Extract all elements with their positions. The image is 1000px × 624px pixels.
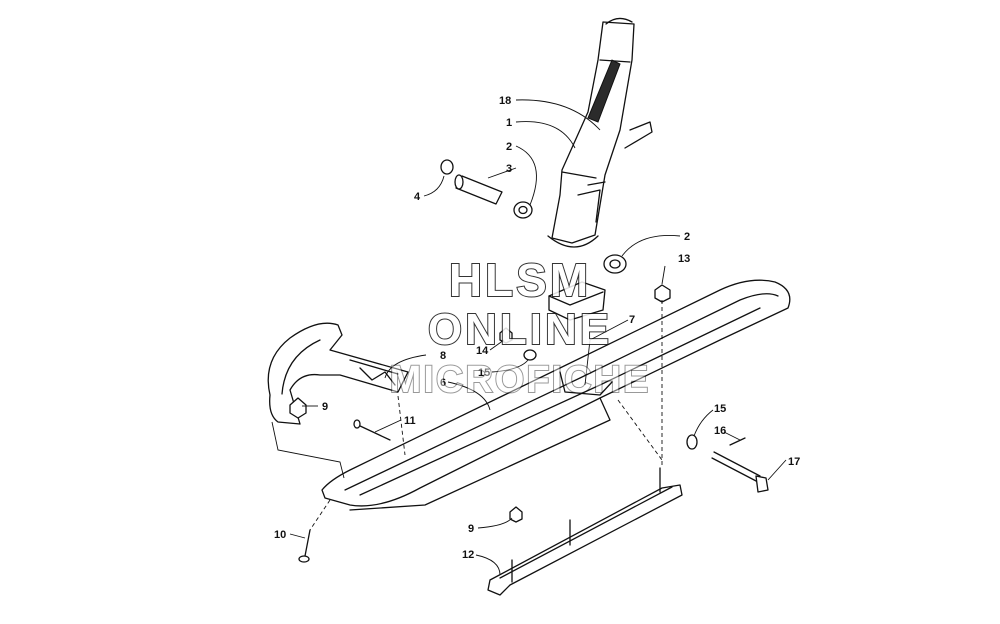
spindle-part[interactable] [547,17,653,248]
callout-15b: 15 [714,403,726,415]
callout-6: 6 [440,377,446,389]
washer-4[interactable] [440,159,454,175]
ski-saddle[interactable] [548,281,606,321]
callout-9b: 9 [468,523,474,535]
callout-2: 2 [506,141,512,153]
nut-13[interactable] [654,284,671,303]
watermark-line-1: HLSM [449,254,591,306]
leader-lines [271,99,787,576]
spacer-tube[interactable] [454,174,503,205]
callout-13: 13 [678,253,690,265]
nut-9b[interactable] [509,506,523,523]
nut-14[interactable] [499,327,513,344]
wear-bar[interactable] [487,467,683,596]
ski-body[interactable] [321,279,791,511]
bolt-10[interactable] [298,529,311,563]
bolt-17[interactable] [711,451,769,493]
callout-14: 14 [476,345,489,357]
callout-10: 10 [274,529,286,541]
callout-4: 4 [414,191,421,203]
nut-9a[interactable] [289,397,307,419]
callout-2b: 2 [684,231,690,243]
callout-11: 11 [404,415,416,427]
watermark-line-3: MICROFICHE [390,359,651,401]
ski-handle[interactable] [267,322,409,425]
callout-8: 8 [440,350,446,362]
callout-1: 1 [506,117,512,129]
callout-16: 16 [714,425,726,437]
watermark: HLSM ONLINE MICROFICHE [389,253,651,402]
bushing-upper[interactable] [513,201,533,219]
bushing-lower[interactable] [603,254,627,274]
washer-15a[interactable] [523,349,537,361]
callout-7: 7 [629,314,635,326]
washer-15b[interactable] [686,434,698,450]
pin-16[interactable] [729,437,746,446]
decal-part [587,59,621,123]
callout-17: 17 [788,456,800,468]
callout-9: 9 [322,401,328,413]
callout-15: 15 [478,367,490,379]
callout-18: 18 [499,95,511,107]
callout-3: 3 [506,163,512,175]
bolt-11[interactable] [353,419,391,441]
callout-labels: 18 1 2 3 4 2 13 7 14 8 15 6 9 11 15 16 1… [274,95,800,561]
callout-12: 12 [462,549,474,561]
watermark-line-2: ONLINE [428,305,612,354]
